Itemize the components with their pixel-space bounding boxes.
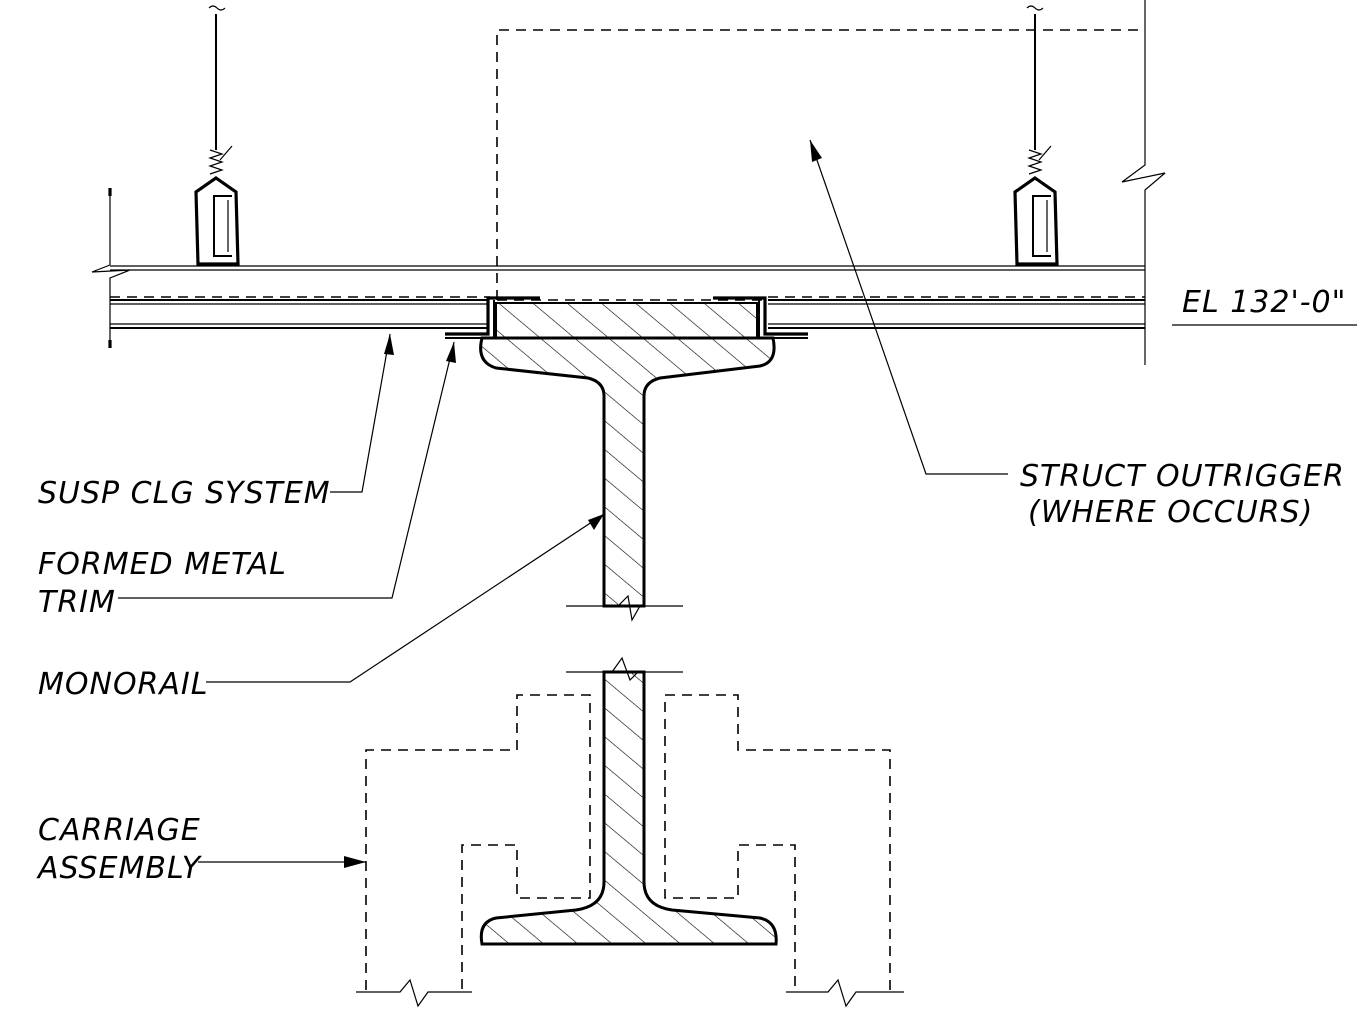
leader-outrigger	[809, 139, 1008, 475]
label-struct-outrigger: STRUCT OUTRIGGER	[1020, 459, 1345, 494]
leader-monorail	[206, 513, 605, 683]
hanger-left	[194, 5, 240, 266]
label-trim: TRIM	[38, 585, 116, 620]
suspended-ceiling	[110, 265, 1145, 329]
label-where-occurs: (WHERE OCCURS)	[1028, 495, 1313, 530]
label-susp-clg: SUSP CLG SYSTEM	[38, 476, 331, 511]
monorail-lower	[479, 656, 778, 946]
leader-susp-clg	[330, 333, 394, 493]
leader-carriage	[198, 856, 366, 868]
monorail-upper	[479, 302, 776, 622]
carriage-assembly	[356, 694, 904, 1008]
elevation-marker: EL 132'-0"	[1172, 285, 1357, 326]
struct-outrigger	[496, 29, 1145, 301]
label-assembly: ASSEMBLY	[36, 851, 203, 886]
leader-formed-trim	[118, 341, 456, 599]
elevation-label: EL 132'-0"	[1182, 285, 1346, 320]
label-monorail: MONORAIL	[38, 667, 208, 702]
hanger-right	[1013, 5, 1059, 266]
label-carriage: CARRIAGE	[38, 813, 201, 848]
label-formed-metal: FORMED METAL	[38, 547, 287, 582]
right-break-line	[1121, 0, 1166, 365]
